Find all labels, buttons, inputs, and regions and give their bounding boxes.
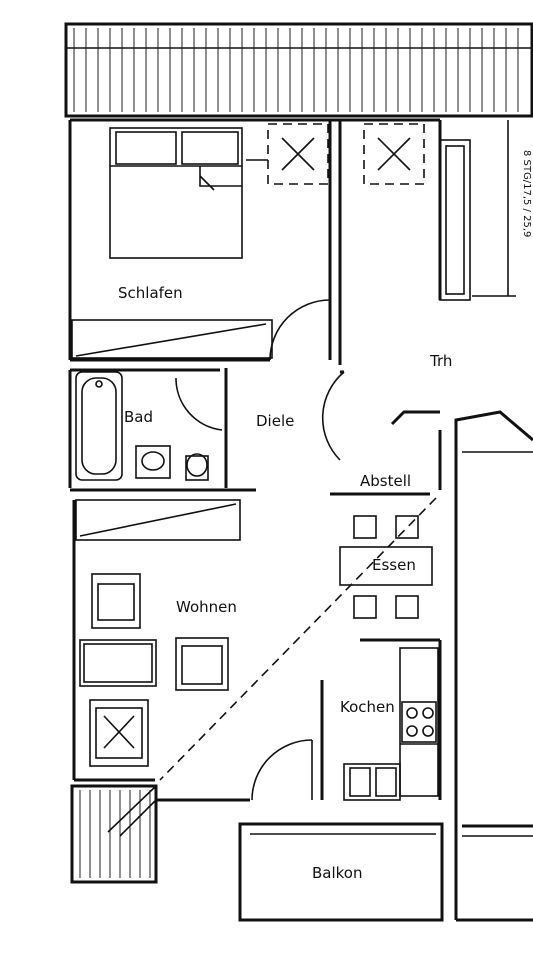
stair-note: 8 STG/17,5 / 25,9 bbox=[521, 150, 532, 237]
outer-walls bbox=[68, 118, 440, 802]
coffee-table bbox=[79, 639, 157, 687]
room-label-essen: Essen bbox=[372, 556, 416, 574]
wardrobe bbox=[71, 319, 273, 359]
skylight-window-2 bbox=[363, 123, 425, 185]
dining-area: Essen bbox=[339, 515, 440, 642]
balcony: Balkon bbox=[238, 822, 533, 922]
shelf bbox=[75, 499, 241, 541]
room-label-schlafen: Schlafen bbox=[118, 284, 183, 302]
roof-edge bbox=[64, 22, 533, 118]
kitchen: Kochen bbox=[251, 640, 442, 801]
room-label-balkon: Balkon bbox=[312, 864, 363, 882]
hallway: Diele bbox=[256, 370, 345, 461]
lower-roof-edge bbox=[70, 784, 158, 884]
room-label-wohnen: Wohnen bbox=[176, 598, 237, 616]
stove bbox=[401, 701, 437, 743]
armchair-3 bbox=[89, 699, 149, 767]
armchair-2 bbox=[175, 637, 229, 691]
room-label-diele: Diele bbox=[256, 412, 294, 430]
room-label-bad: Bad bbox=[124, 408, 153, 426]
staircase: 8 STG/17,5 / 25,9 Trh bbox=[390, 120, 533, 920]
storage-room: Abstell bbox=[330, 472, 430, 496]
armchair-1 bbox=[91, 573, 141, 629]
bathroom: Bad bbox=[70, 368, 256, 492]
sink bbox=[343, 763, 401, 801]
room-label-abstell: Abstell bbox=[360, 472, 411, 490]
living-room: Wohnen bbox=[75, 497, 437, 781]
room-label-kochen: Kochen bbox=[340, 698, 395, 716]
bedroom: Schlafen bbox=[70, 120, 425, 365]
toilet bbox=[185, 453, 209, 481]
room-label-treppe: Trh bbox=[429, 352, 452, 370]
washbasin bbox=[135, 445, 171, 479]
bathtub bbox=[75, 371, 123, 481]
double-bed bbox=[109, 127, 243, 259]
skylight-window-1 bbox=[267, 123, 329, 185]
